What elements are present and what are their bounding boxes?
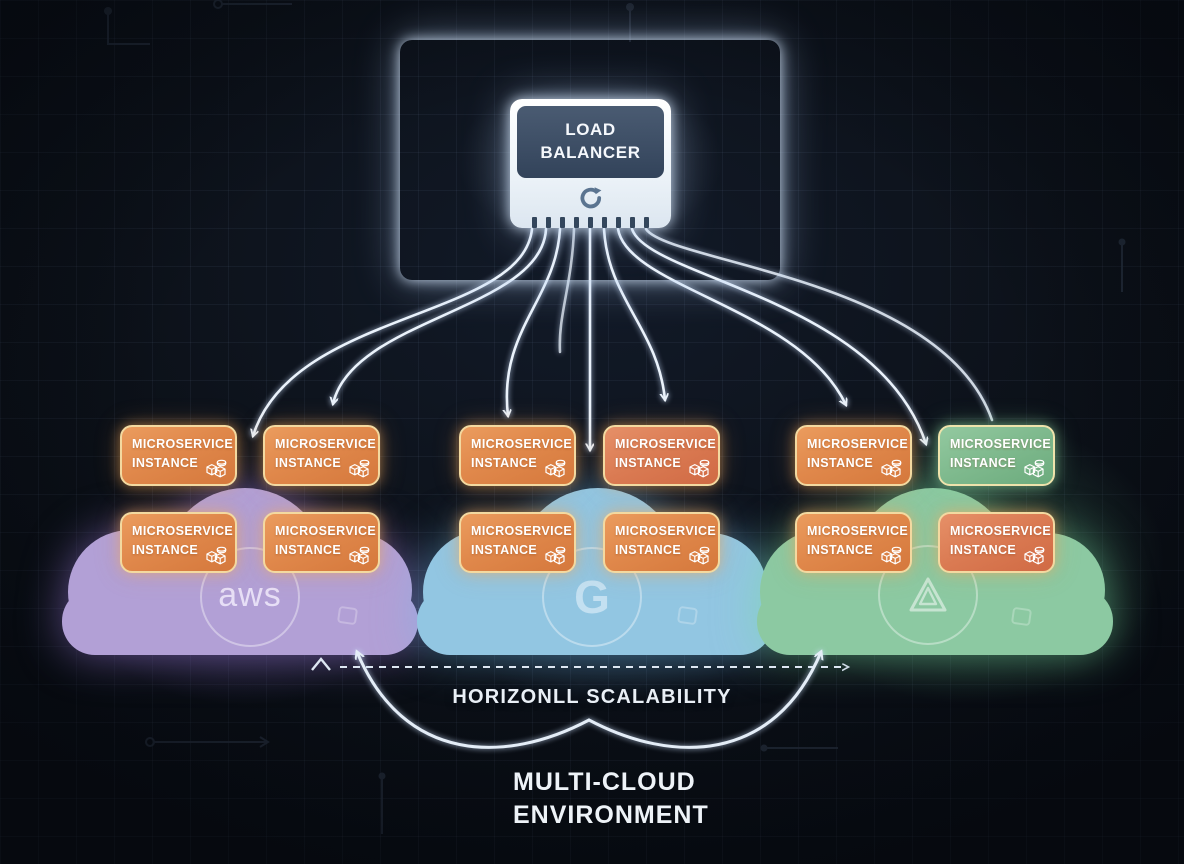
environment-label: MULTI-CLOUD ENVIRONMENT <box>513 768 709 829</box>
chevron-up-icon <box>311 657 331 671</box>
scalability-label: HORIZONLL SCALABILITY <box>452 686 732 708</box>
